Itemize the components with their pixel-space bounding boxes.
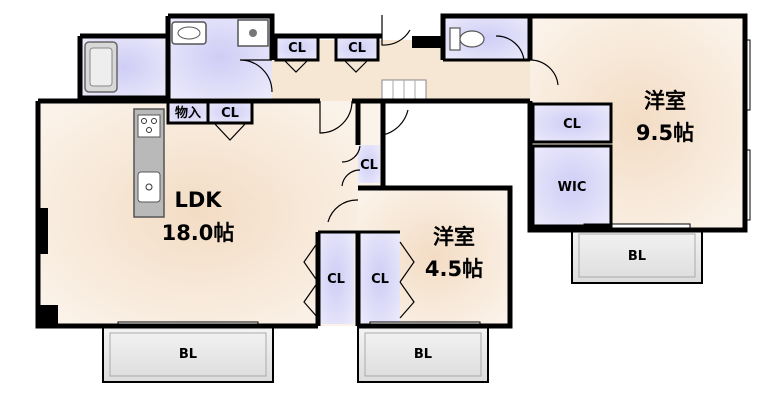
closet-ldk-top — [208, 101, 252, 123]
balcony-label-right: BL — [628, 249, 646, 264]
closet-label-western-large: CL — [563, 117, 581, 132]
closet-hall-2 — [336, 36, 378, 60]
balcony-right — [571, 227, 703, 284]
closet-label-ldk-bottom: CL — [327, 272, 345, 287]
closet-label-western-small: CL — [371, 272, 389, 287]
closet-western-large — [533, 104, 611, 142]
wic-label: WIC — [558, 180, 587, 195]
ldk-name: LDK — [174, 188, 222, 212]
closet-western-small — [360, 232, 400, 324]
western-small-size: 4.5帖 — [425, 257, 483, 281]
wall-pillar-left — [38, 208, 48, 254]
closet-ldk-bottom — [318, 232, 354, 324]
closet-hall-1 — [276, 36, 318, 60]
kitchen-counter — [133, 108, 165, 218]
western-small-name: 洋室 — [433, 225, 475, 249]
western-large-size: 9.5帖 — [636, 121, 694, 145]
balcony-label-left: BL — [179, 347, 197, 362]
western-large-name: 洋室 — [644, 89, 686, 113]
closet-label-hall-2: CL — [348, 41, 366, 56]
entrance-step — [381, 79, 427, 101]
washing-machine — [237, 19, 269, 47]
bathtub — [84, 41, 118, 93]
closet-label-ldk-top: CL — [221, 106, 239, 121]
door-swings — [213, 15, 559, 319]
washbasin — [171, 21, 207, 45]
wic-floor — [533, 146, 611, 226]
balcony-left — [102, 326, 274, 383]
closet-label-hall-1: CL — [288, 41, 306, 56]
ldk-size: 18.0帖 — [162, 221, 235, 245]
balcony-center — [357, 326, 489, 383]
ldk-floor — [38, 101, 358, 326]
toilet-fixture — [449, 27, 485, 51]
entrance-door-block — [412, 36, 443, 48]
interior-walls — [166, 34, 613, 234]
closet-label-hall-lower: CL — [360, 158, 378, 173]
closet-hall-lower — [358, 145, 380, 183]
corner-pillar-left — [38, 305, 58, 327]
storage-room-label: 物入 — [175, 105, 201, 121]
balcony-label-center: BL — [414, 347, 432, 362]
storage-room — [168, 101, 208, 123]
